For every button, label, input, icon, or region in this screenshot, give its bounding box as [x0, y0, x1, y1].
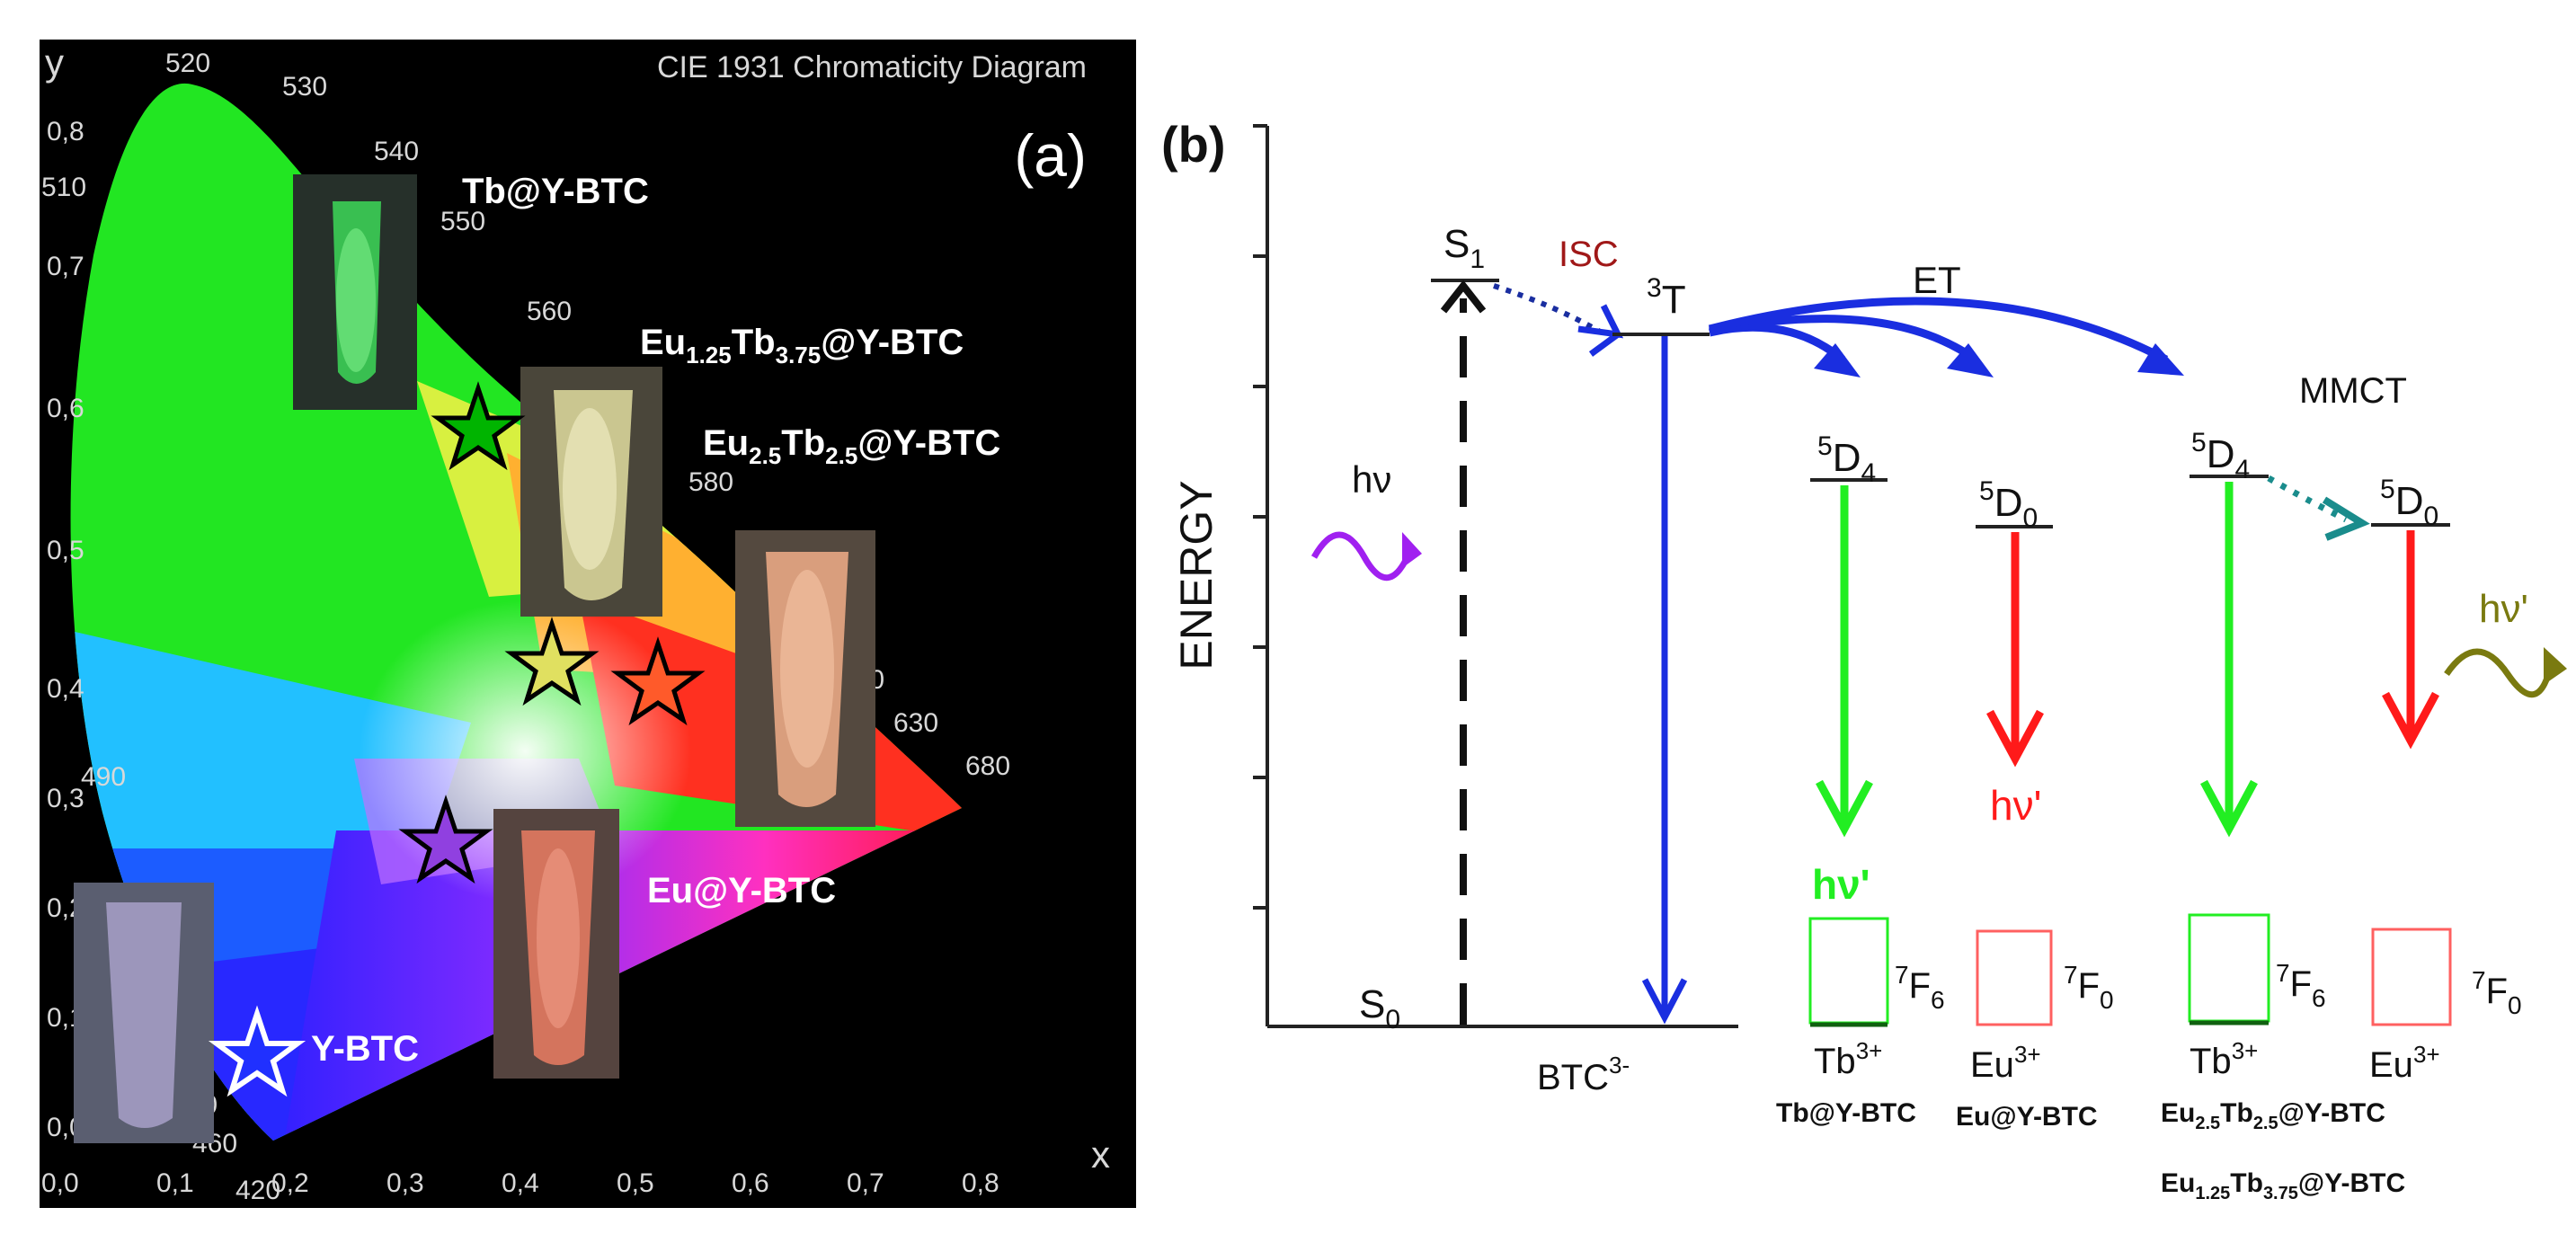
- sample-stars: [208, 381, 706, 1097]
- x-tick: 0,4: [502, 1168, 539, 1198]
- y-tick: 0,3: [47, 784, 84, 813]
- x-tick: 0,1: [156, 1168, 194, 1198]
- sample-photo-eu125tb375: [520, 367, 662, 617]
- wavelength-label: 510: [41, 173, 86, 202]
- mix-tb-d4-label: 5D4: [2191, 428, 2250, 484]
- sample-label-eu25tb25: Eu2.5Tb2.5@Y-BTC: [703, 423, 1000, 469]
- y-tick: 0,8: [47, 117, 84, 147]
- mix-tb-f6-box: [2188, 913, 2270, 1026]
- isc-arrow: [1493, 283, 1624, 357]
- et-label: ET: [1913, 259, 1961, 301]
- tb-hv-prime-label: hν': [1812, 861, 1870, 908]
- tb-ion-label: Tb3+: [1814, 1037, 1882, 1081]
- star-marker-eu25tb25: [610, 636, 706, 726]
- mix-eu-d0-label: 5D0: [2380, 475, 2438, 531]
- panel-label-a: (a): [1014, 122, 1087, 189]
- tb-d4-label: 5D4: [1817, 431, 1876, 488]
- y-tick: 0,6: [47, 394, 84, 423]
- sample-photo-eu25tb25: [735, 530, 875, 827]
- axis-y-label: y: [45, 41, 64, 84]
- mix-tb-ion-label: Tb3+: [2190, 1037, 2258, 1081]
- sample-photo-eu: [493, 809, 619, 1079]
- eu-f0-label: 7F0: [2064, 961, 2114, 1014]
- et-arrows: [1708, 297, 2169, 363]
- x-tick: 0,6: [732, 1168, 769, 1198]
- wavelength-label: 580: [688, 467, 733, 497]
- x-tick: 0,5: [617, 1168, 654, 1198]
- wavelength-label: 550: [440, 207, 485, 236]
- tb-f6-box: [1808, 917, 1889, 1027]
- mix-eu-f0-box: [2371, 928, 2452, 1026]
- eu-ion-label: Eu3+: [1970, 1041, 2041, 1085]
- sample-photo-ybtc: [74, 883, 214, 1143]
- compound-eu-label: Eu@Y-BTC: [1956, 1102, 2098, 1132]
- phosphorescence-arrow: [1641, 336, 1688, 1025]
- eu-hv-prime-label: hν': [1990, 782, 2041, 829]
- y-tick: 0,5: [47, 536, 84, 565]
- cie-diagram-panel: CIE 1931 Chromaticity Diagram (a) y x 0,…: [40, 40, 1136, 1208]
- axis-x-label: x: [1091, 1133, 1110, 1176]
- mmct-arrow: [2267, 475, 2370, 541]
- compound-mix2-label: Eu1.25Tb3.75@Y-BTC: [2161, 1168, 2405, 1203]
- wavelength-label: 560: [527, 297, 572, 326]
- energy-axis-label: ENERGY: [1171, 480, 1221, 670]
- star-marker-eu125tb375: [504, 617, 600, 706]
- hv-label: hν: [1352, 458, 1391, 501]
- x-tick: 0,3: [386, 1168, 424, 1198]
- energy-level-svg: (b) ENERGY S0 BTC3- S1 hν ISC: [1161, 116, 2567, 1203]
- eu-d0-label: 5D0: [1979, 476, 2038, 533]
- mix-tb-f6-label: 7F6: [2276, 959, 2326, 1012]
- sample-label-tb: Tb@Y-BTC: [462, 172, 649, 211]
- compound-tb-label: Tb@Y-BTC: [1776, 1098, 1916, 1128]
- sample-label-eu: Eu@Y-BTC: [647, 871, 836, 910]
- s1-label: S1: [1443, 222, 1485, 274]
- mix-eu-red-emission: [2382, 530, 2439, 750]
- cie-diagram-svg: CIE 1931 Chromaticity Diagram (a) y x 0,…: [41, 41, 1110, 1205]
- sample-photo-tb: [293, 174, 417, 410]
- wavelength-label: 680: [965, 751, 1010, 781]
- btc-label: BTC3-: [1537, 1052, 1630, 1097]
- sample-label-ybtc: Y-BTC: [311, 1029, 419, 1069]
- wavelength-label: 530: [282, 72, 327, 102]
- triplet-label: 3T: [1647, 273, 1686, 322]
- wavelength-label: 540: [374, 137, 419, 166]
- sample-label-eu125tb375: Eu1.25Tb3.75@Y-BTC: [640, 323, 964, 368]
- isc-label: ISC: [1559, 235, 1619, 274]
- et-arrowheads: [1814, 343, 2184, 377]
- wavelength-label: 630: [893, 708, 938, 738]
- star-marker-tb: [431, 381, 526, 471]
- eu-f0-box: [1976, 929, 2053, 1026]
- wavelength-label: 490: [81, 762, 126, 792]
- x-tick-labels: 0,0 0,1 0,2 0,3 0,4 0,5 0,6 0,7 0,8: [41, 1168, 999, 1198]
- chart-title: CIE 1931 Chromaticity Diagram: [657, 50, 1087, 84]
- y-tick: 0,7: [47, 252, 84, 281]
- tb-green-emission: [1816, 485, 1873, 838]
- mix-tb-green-emission: [2200, 482, 2258, 838]
- wavelength-label: 520: [165, 49, 210, 78]
- x-tick: 0,7: [847, 1168, 884, 1198]
- energy-level-panel: (b) ENERGY S0 BTC3- S1 hν ISC: [1141, 90, 2571, 1249]
- olive-hv-prime-label: hν': [2479, 587, 2528, 631]
- emission-photon-olive: hν': [2444, 587, 2567, 697]
- mmct-label: MMCT: [2299, 371, 2407, 411]
- tb-f6-label: 7F6: [1895, 961, 1945, 1014]
- y-tick: 0,4: [47, 674, 84, 704]
- star-marker-ybtc: [208, 1005, 306, 1097]
- mix-eu-ion-label: Eu3+: [2369, 1041, 2440, 1085]
- excitation-arrow: [1440, 280, 1487, 1025]
- compound-mix1-label: Eu2.5Tb2.5@Y-BTC: [2161, 1098, 2385, 1133]
- eu-red-emission: [1986, 532, 2044, 768]
- x-tick: 0,0: [41, 1168, 79, 1198]
- star-marker-eu: [398, 795, 493, 884]
- excitation-photon: hν: [1310, 458, 1422, 581]
- wavelength-label: 420: [235, 1176, 280, 1205]
- x-tick: 0,2: [271, 1168, 309, 1198]
- x-tick: 0,8: [962, 1168, 999, 1198]
- s0-label: S0: [1359, 982, 1400, 1034]
- panel-label-b: (b): [1161, 116, 1226, 173]
- mix-eu-f0-label: 7F0: [2472, 966, 2522, 1019]
